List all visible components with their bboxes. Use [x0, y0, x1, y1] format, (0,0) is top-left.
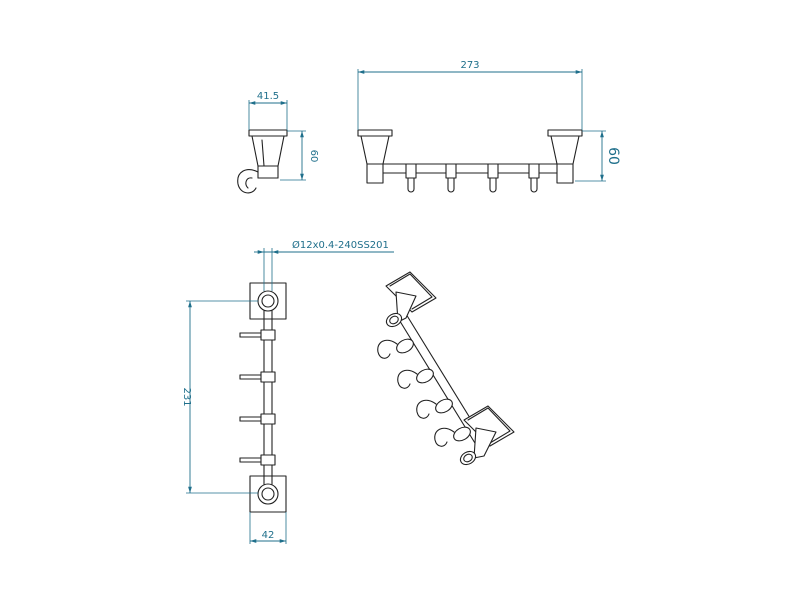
side-width-dimension: 41.5: [248, 91, 288, 130]
plan-length-label: 231: [181, 387, 192, 406]
front-hook-4: [528, 163, 540, 193]
iso-hook-3: [416, 398, 453, 419]
tube-spec-label: Ø12x0.4-240SS201: [292, 239, 389, 251]
iso-hook-1: [377, 338, 414, 359]
front-height-dimension: 60: [575, 130, 621, 182]
isometric-view: [377, 271, 515, 466]
plan-width-label: 42: [262, 530, 275, 541]
plan-hook-3: [239, 413, 276, 425]
front-view: 273 60: [357, 60, 621, 193]
front-hook-1: [405, 163, 417, 193]
plan-length-dimension: 231: [181, 300, 258, 494]
side-width-label: 41.5: [257, 91, 279, 102]
side-view-hook: [237, 169, 259, 194]
front-right-bracket: [547, 129, 583, 184]
front-height-label: 60: [605, 147, 621, 165]
iso-top-bracket: [385, 271, 437, 328]
plan-hook-2: [239, 371, 276, 383]
plan-view: Ø12x0.4-240SS201 231 42: [181, 239, 394, 544]
iso-bottom-bracket: [459, 405, 515, 466]
plan-hook-4: [239, 454, 276, 466]
front-length-dimension: 273: [357, 60, 583, 130]
iso-hook-4: [434, 426, 471, 447]
side-height-dimension: 60: [280, 130, 319, 181]
plan-width-dimension: 42: [249, 512, 287, 544]
side-view: 41.5 60: [237, 91, 319, 194]
front-hook-3: [487, 163, 499, 193]
tube-spec-callout: Ø12x0.4-240SS201: [254, 239, 394, 291]
side-view-bracket: [248, 129, 288, 179]
front-hook-2: [445, 163, 457, 193]
iso-hook-2: [397, 368, 434, 389]
front-left-bracket: [357, 129, 393, 184]
plan-hook-1: [239, 329, 276, 341]
side-height-label: 60: [308, 150, 319, 163]
plan-bottom-mount: [249, 475, 287, 513]
front-length-label: 273: [460, 60, 479, 71]
